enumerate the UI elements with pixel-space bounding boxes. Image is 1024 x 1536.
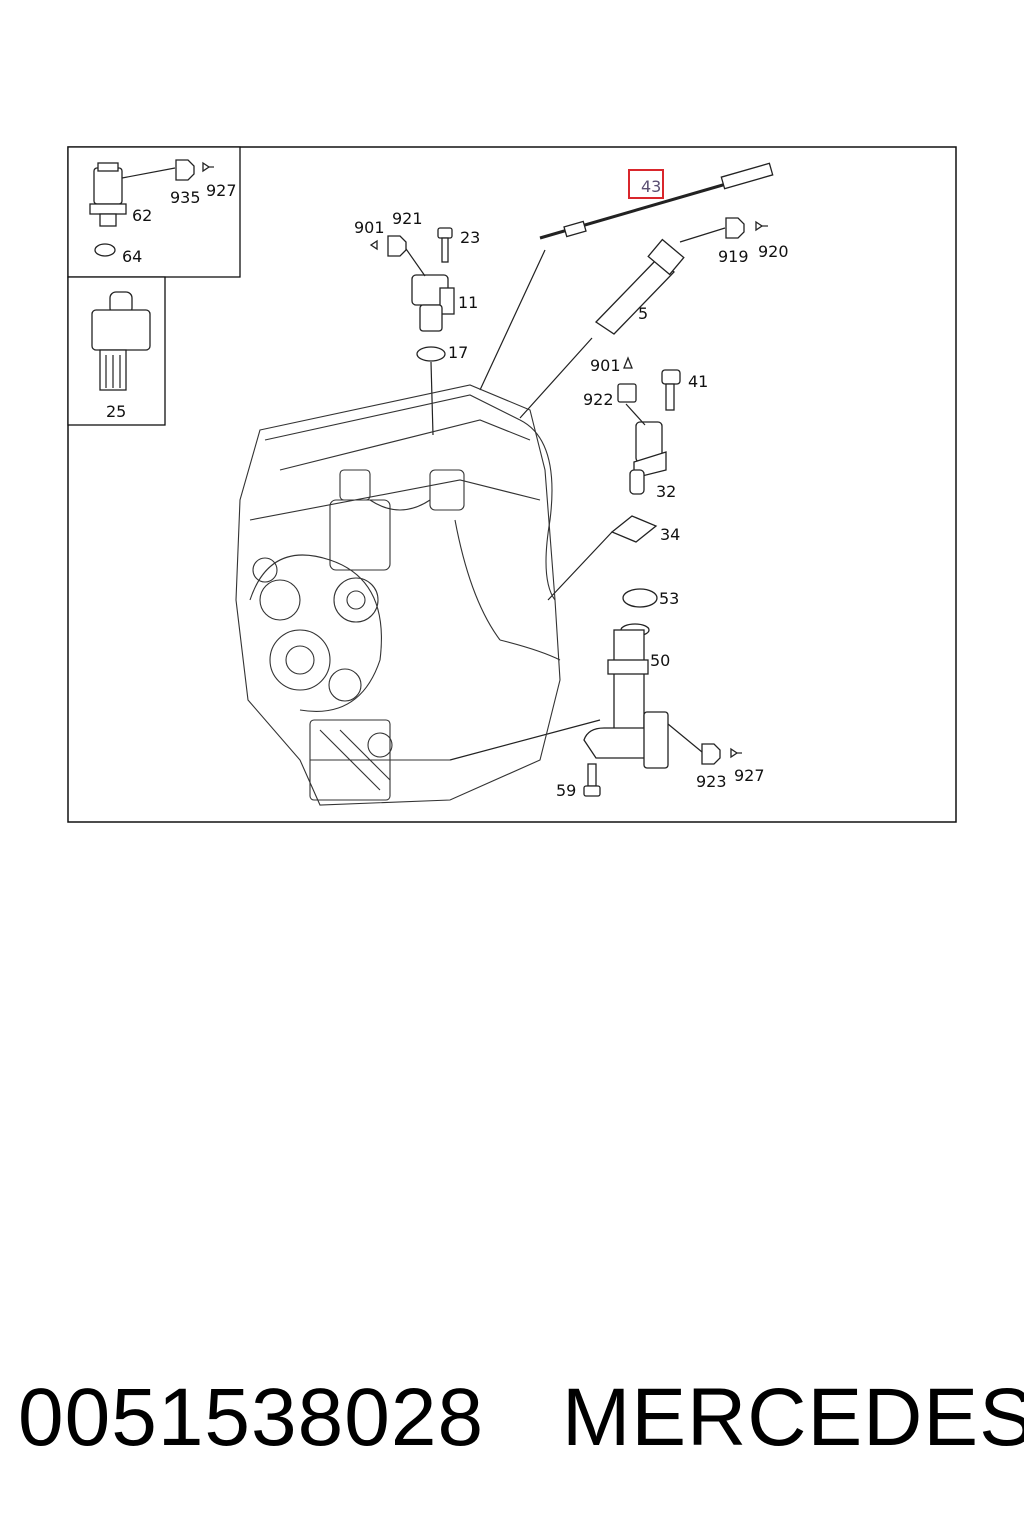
part-32-sensor[interactable]	[625, 403, 667, 495]
label-927-bottom: 927	[734, 766, 765, 785]
label-901-a: 901	[354, 218, 385, 237]
brand-name: MERCEDES	[562, 1372, 1024, 1463]
part-64-seal[interactable]	[94, 243, 116, 257]
part-11-sensor[interactable]	[403, 245, 455, 332]
part-50-housing[interactable]	[449, 623, 703, 769]
part-5-glow-plug[interactable]	[519, 227, 726, 419]
label-64: 64	[122, 247, 142, 266]
part-34-gasket[interactable]	[547, 515, 658, 601]
diagram-frame	[67, 146, 957, 823]
part-927-pin[interactable]	[202, 161, 214, 173]
label-901-b: 901	[590, 356, 621, 375]
label-50: 50	[650, 651, 670, 670]
label-41: 41	[688, 372, 708, 391]
label-43: 43	[641, 177, 661, 196]
engine-block-drawing	[235, 384, 561, 806]
label-11: 11	[458, 293, 478, 312]
part-921-connector[interactable]	[387, 235, 407, 257]
part-923-connector[interactable]	[701, 743, 721, 765]
label-53: 53	[659, 589, 679, 608]
part-59-bolt[interactable]	[583, 763, 601, 797]
label-921: 921	[392, 209, 423, 228]
parts-diagram: 62 935 927 64 25 901 921 23 11 17 43 919…	[67, 146, 957, 823]
part-922-connector[interactable]	[617, 383, 637, 403]
part-23-bolt[interactable]	[437, 227, 453, 263]
label-59: 59	[556, 781, 576, 800]
part-919-connector[interactable]	[725, 217, 745, 239]
label-23: 23	[460, 228, 480, 247]
part-920-pin[interactable]	[755, 220, 768, 232]
label-5: 5	[638, 304, 648, 323]
label-62: 62	[132, 206, 152, 225]
part-901-pin-b[interactable]	[623, 356, 633, 369]
label-34: 34	[660, 525, 680, 544]
part-62-sensor[interactable]	[89, 162, 176, 227]
part-43-temp-sensor[interactable]	[479, 162, 774, 391]
part-901-pin-a[interactable]	[369, 239, 378, 251]
label-919: 919	[718, 247, 749, 266]
part-927-pin-b[interactable]	[730, 747, 742, 759]
label-920: 920	[758, 242, 789, 261]
part-41-bolt[interactable]	[661, 369, 681, 411]
label-923: 923	[696, 772, 727, 791]
label-17: 17	[448, 343, 468, 362]
part-25-sensor[interactable]	[91, 291, 151, 391]
part-number: 0051538028	[18, 1372, 485, 1463]
part-935-connector[interactable]	[175, 159, 195, 181]
label-935: 935	[170, 188, 201, 207]
part-53-oring[interactable]	[622, 588, 658, 608]
label-927-top: 927	[206, 181, 237, 200]
label-922: 922	[583, 390, 614, 409]
part-43-highlight	[628, 169, 664, 199]
part-caption: 0051538028 MERCEDES	[18, 1368, 1024, 1468]
label-25: 25	[106, 402, 126, 421]
part-17-oring[interactable]	[416, 346, 446, 362]
label-32: 32	[656, 482, 676, 501]
